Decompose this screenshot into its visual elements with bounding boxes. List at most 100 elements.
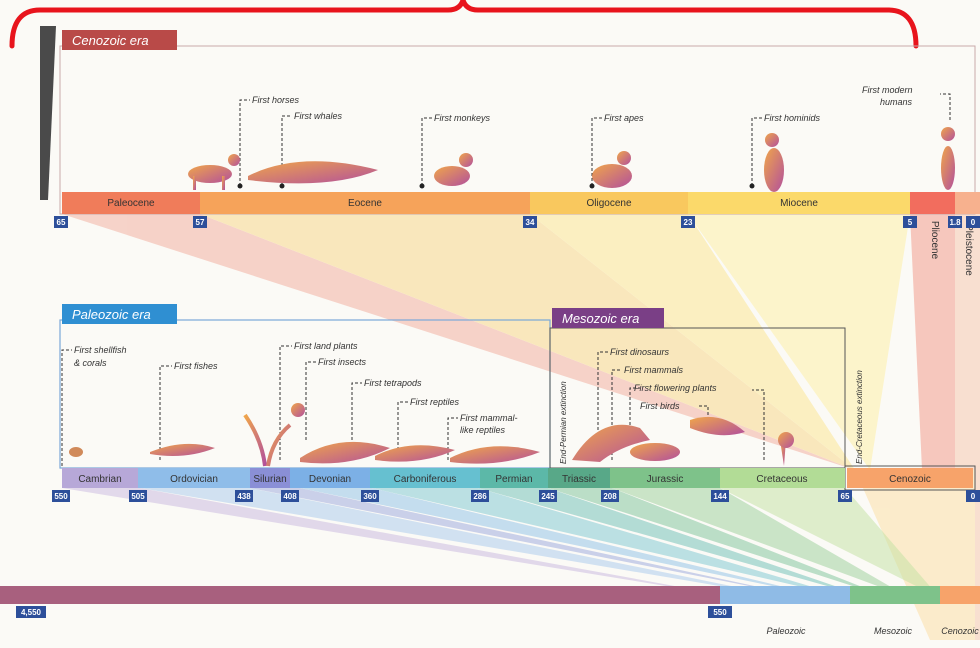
mesozoic-era-label-box — [552, 308, 664, 328]
precambrian-bar — [0, 586, 720, 604]
period-ordovician — [138, 468, 250, 488]
event-first-monkeys: First monkeys — [434, 113, 491, 123]
tick-box — [966, 216, 980, 228]
paleozoic-era-label: Paleozoic era — [72, 307, 151, 322]
tick-408: 408 — [283, 492, 297, 501]
tick-65-mid: 65 — [841, 492, 850, 501]
tick-box — [471, 490, 489, 502]
tick-286: 286 — [473, 492, 487, 501]
event-first-horses: First horses — [252, 95, 300, 105]
top-bracket — [9, 0, 919, 49]
period-label-devonian: Devonian — [309, 474, 351, 485]
event-like-reptiles: like reptiles — [460, 425, 506, 435]
period-label-cretaceous: Cretaceous — [756, 474, 807, 485]
tick-0: 0 — [971, 218, 976, 227]
epoch-label-pliocene: Pliocene — [929, 221, 940, 260]
period-cretaceous — [720, 468, 845, 488]
cenozoic-panel — [59, 45, 976, 215]
event-first-flowering-plants: First flowering plants — [634, 383, 717, 393]
period-label-jurassic: Jurassic — [647, 474, 684, 485]
end-cretaceous-extinction: End-Cretaceous extinction — [855, 370, 864, 464]
bottom-paleozoic-bar — [720, 586, 850, 604]
epoch-paleocene — [62, 192, 200, 214]
cenozoic-event-dots — [237, 183, 755, 189]
projection-fans-lower — [62, 488, 940, 598]
event-first-fishes: First fishes — [174, 361, 218, 371]
tetrapod-icon — [300, 441, 390, 464]
tick-208: 208 — [603, 492, 617, 501]
tick-box — [235, 490, 253, 502]
tick-box — [54, 216, 68, 228]
period-jurassic — [610, 468, 720, 488]
epoch-label-miocene: Miocene — [780, 198, 818, 209]
cenozoic-ticks: 65 57 34 23 5 1.8 0 — [54, 216, 980, 228]
tick-438: 438 — [237, 492, 251, 501]
epoch-eocene — [200, 192, 530, 214]
event-first-whales: First whales — [294, 111, 343, 121]
epoch-miocene — [688, 192, 910, 214]
epoch-label-eocene: Eocene — [348, 198, 382, 209]
tick-box — [681, 216, 695, 228]
event-first-reptiles: First reptiles — [410, 397, 460, 407]
event-first-land-plants: First land plants — [294, 341, 358, 351]
flowering-plant-icon — [778, 432, 794, 466]
tick-box — [361, 490, 379, 502]
period-ticks: 550 505 438 408 360 286 245 208 144 65 0 — [52, 490, 980, 502]
tick-65: 65 — [57, 218, 66, 227]
epoch-label-pleistocene: Pleistocene — [963, 224, 974, 276]
epoch-pleistocene — [955, 192, 980, 214]
ape-icon — [592, 151, 632, 188]
paleozoic-event-leaders — [61, 345, 458, 466]
tick-4550: 4,550 — [21, 608, 42, 617]
tick-box — [838, 490, 852, 502]
full-history-bar: 4,550 550 Paleozoic Mesozoic Cenozoic — [0, 586, 980, 636]
bird-icon — [690, 416, 745, 436]
bottom-mesozoic-bar — [850, 586, 940, 604]
tick-box — [539, 490, 557, 502]
tick-550-bottom: 550 — [713, 608, 727, 617]
event-first-hominids: First hominids — [764, 113, 821, 123]
shellfish-icon — [69, 447, 83, 457]
tick-5: 5 — [908, 218, 913, 227]
tick-box — [281, 490, 299, 502]
epoch-pliocene — [910, 192, 955, 214]
epoch-label-paleocene: Paleocene — [107, 198, 155, 209]
tick-1-8: 1.8 — [949, 218, 961, 227]
cenozoic-era-label: Cenozoic era — [72, 33, 149, 48]
end-permian-extinction: End-Permian extinction — [559, 381, 568, 464]
tick-box — [711, 490, 729, 502]
tick-0-mid: 0 — [971, 492, 976, 501]
period-cambrian — [62, 468, 138, 488]
period-devonian — [290, 468, 370, 488]
tick-23: 23 — [684, 218, 693, 227]
event-first-apes: First apes — [604, 113, 644, 123]
period-label-carboniferous: Carboniferous — [394, 474, 457, 485]
bottom-cenozoic-bar — [940, 586, 980, 604]
horse-icon — [188, 154, 240, 190]
period-label-permian: Permian — [495, 474, 532, 485]
insect-icon — [291, 403, 305, 417]
tick-34: 34 — [526, 218, 535, 227]
tick-box — [601, 490, 619, 502]
period-label-silurian: Silurian — [253, 474, 286, 485]
tick-box — [966, 490, 980, 502]
event-first-birds: First birds — [640, 401, 680, 411]
tick-box — [708, 606, 732, 618]
legend-mesozoic: Mesozoic — [874, 626, 913, 636]
tick-550: 550 — [54, 492, 68, 501]
land-plant-icon — [243, 413, 292, 467]
monkey-icon — [434, 153, 473, 186]
tick-box — [903, 216, 917, 228]
tick-360: 360 — [363, 492, 377, 501]
mesozoic-era-label: Mesozoic era — [562, 311, 639, 326]
cenozoic-events — [239, 93, 951, 186]
period-label-cenozoic: Cenozoic — [889, 474, 931, 485]
legend-cenozoic: Cenozoic — [941, 626, 979, 636]
event-first-insects: First insects — [318, 357, 367, 367]
tick-505: 505 — [131, 492, 145, 501]
tick-box — [16, 606, 46, 618]
tick-box — [52, 490, 70, 502]
event-first-dinosaurs: First dinosaurs — [610, 347, 670, 357]
epoch-label-oligocene: Oligocene — [586, 198, 631, 209]
paleozoic-era-label-box — [62, 304, 177, 324]
